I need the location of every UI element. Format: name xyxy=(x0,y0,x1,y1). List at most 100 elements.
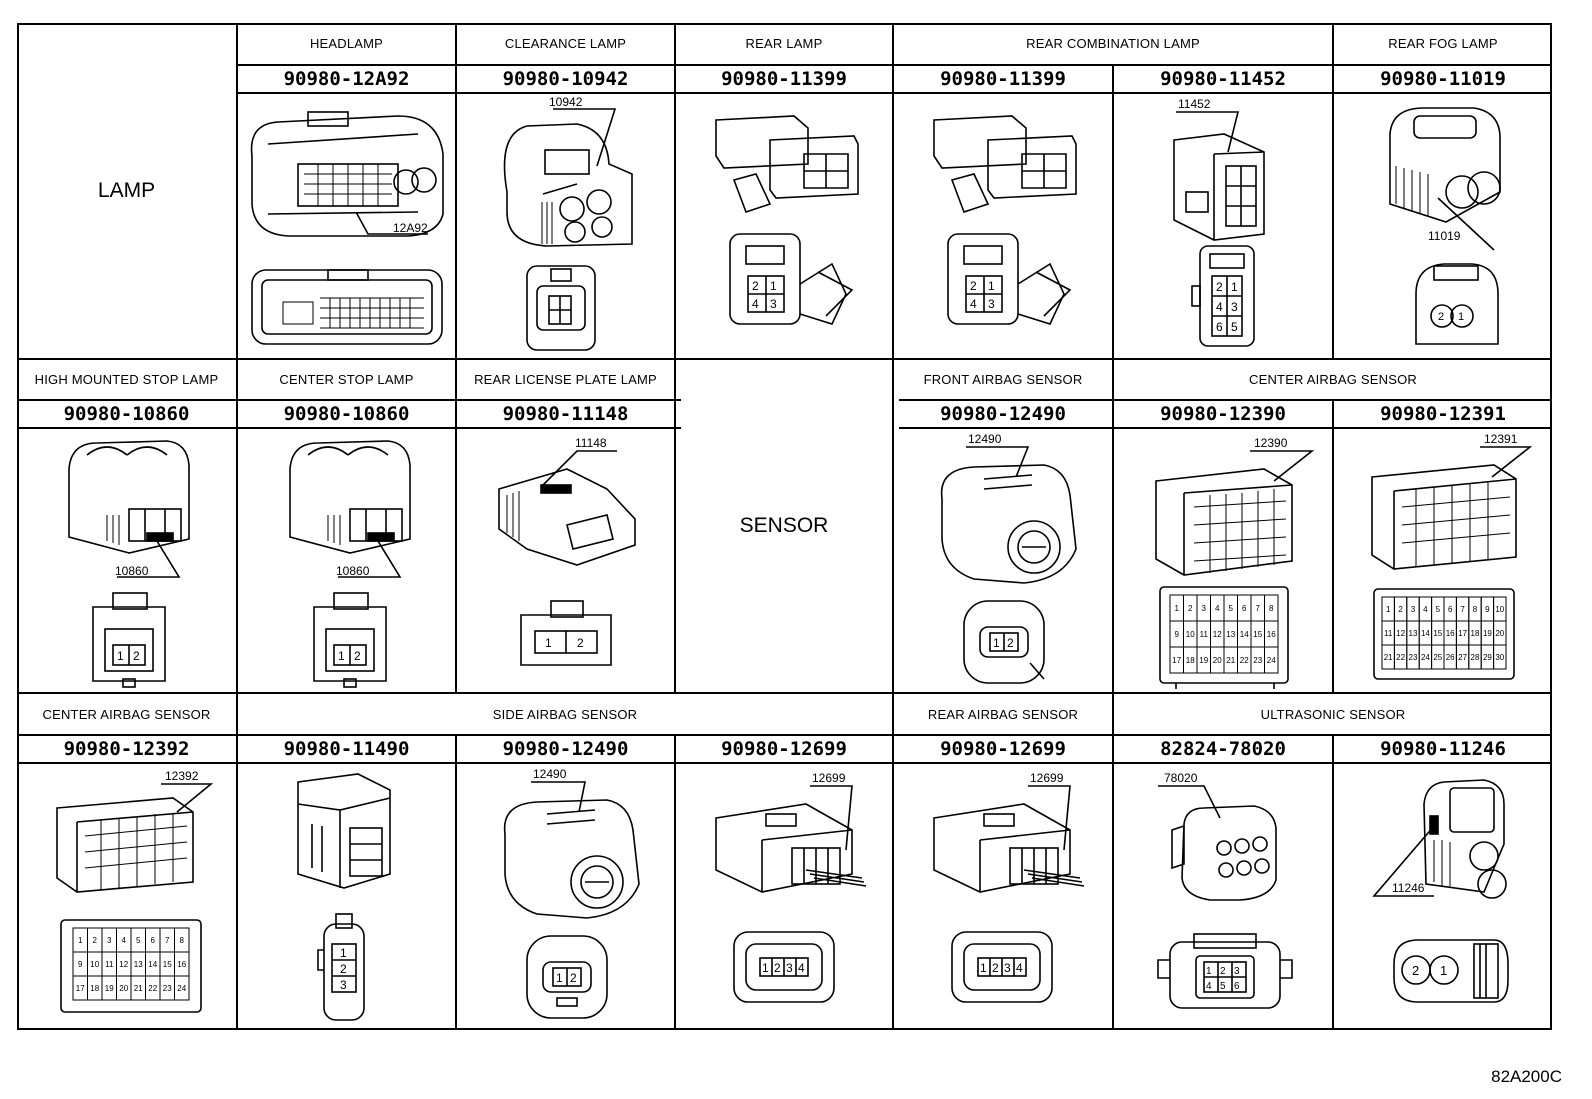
pin-label: 11 xyxy=(1200,630,1209,639)
pin-label: 1 xyxy=(1440,963,1447,978)
rule xyxy=(238,64,1552,66)
pin-label: 18 xyxy=(1186,656,1195,665)
pin-label: 1 xyxy=(988,279,995,293)
part-number: 90980-11019 xyxy=(1380,68,1506,90)
pin-label: 4 xyxy=(1216,300,1223,314)
callout-label: 12699 xyxy=(1030,771,1064,785)
connector-drawing-side-airbag-sensor-12490: 12490 1 2 xyxy=(457,764,674,1028)
rule xyxy=(17,399,681,401)
pin-label: 6 xyxy=(1216,320,1223,334)
pin-label: 2 xyxy=(340,962,347,976)
pin-label: 3 xyxy=(107,936,112,945)
pin-label: 2 xyxy=(1412,963,1419,978)
pin-label: 2 xyxy=(774,961,781,975)
part-number: 90980-10860 xyxy=(283,403,410,425)
pin-label: 12 xyxy=(1213,630,1222,639)
header-side-airbag-sensor: SIDE AIRBAG SENSOR xyxy=(492,706,638,722)
pin-label: 5 xyxy=(1436,605,1441,614)
pin-label: 3 xyxy=(988,297,995,311)
callout-label: 12490 xyxy=(533,767,567,781)
pin-label: 24 xyxy=(1421,653,1430,662)
drawing-code: 82A200C xyxy=(1491,1067,1562,1086)
connector-drawing-center-stop-lamp: 10860 1 2 xyxy=(238,429,455,692)
rule xyxy=(1112,64,1114,359)
pin-label: 1 xyxy=(1231,280,1238,294)
pin-label: 3 xyxy=(1234,966,1240,977)
rule xyxy=(899,427,1552,429)
pin-label: 12 xyxy=(1396,629,1405,638)
pin-label: 1 xyxy=(1458,311,1464,323)
pin-label: 2 xyxy=(570,971,577,985)
header-center-airbag-sensor: CENTER AIRBAG SENSOR xyxy=(1249,372,1417,387)
connector-drawing-rear-fog-lamp: 11019 2 1 xyxy=(1334,94,1552,358)
header-ultrasonic-sensor: ULTRASONIC SENSOR xyxy=(1260,706,1406,722)
pin-label: 1 xyxy=(980,961,987,975)
pin-label: 2 xyxy=(133,649,140,663)
pin-label: 3 xyxy=(1411,605,1416,614)
pin-label: 12 xyxy=(119,960,128,969)
pin-label: 22 xyxy=(1240,656,1249,665)
pin-label: 10 xyxy=(1495,605,1504,614)
pin-label: 4 xyxy=(122,936,127,945)
callout-label: 12390 xyxy=(1254,436,1288,450)
pin-label: 14 xyxy=(148,960,157,969)
pin-label: 17 xyxy=(1172,656,1181,665)
pin-label: 4 xyxy=(798,961,805,975)
callout-label: 10942 xyxy=(549,95,583,109)
part-number: 90980-12392 xyxy=(63,738,190,760)
pin-label: 5 xyxy=(136,936,141,945)
connector-drawing-side-airbag-sensor-11490: 1 2 3 xyxy=(238,764,455,1028)
pin-label: 1 xyxy=(117,649,124,663)
callout-label: 11246 xyxy=(1392,881,1425,895)
pin-label: 11 xyxy=(1384,629,1393,638)
pin-label: 27 xyxy=(1458,653,1467,662)
pin-label: 3 xyxy=(1202,604,1207,613)
category-label-lamp: LAMP xyxy=(97,178,156,202)
rule xyxy=(17,427,681,429)
rule xyxy=(17,692,1552,694)
header-high-mounted-stop-lamp: HIGH MOUNTED STOP LAMP xyxy=(34,372,219,387)
header-rear-license-plate-lamp: REAR LICENSE PLATE LAMP xyxy=(474,372,657,387)
pin-label: 2 xyxy=(992,961,999,975)
rule xyxy=(1332,399,1334,693)
connector-drawing-rear-combination-lamp-11399: 2 1 4 3 xyxy=(894,94,1112,358)
connector-drawing-rear-airbag-sensor-12699: 12699 1 2 3 4 xyxy=(894,764,1112,1028)
connector-drawing-front-airbag-sensor: 12490 1 2 xyxy=(894,429,1112,692)
pin-label: 13 xyxy=(1409,629,1418,638)
pin-label: 3 xyxy=(770,297,777,311)
pin-label: 9 xyxy=(1485,605,1490,614)
part-number: 90980-12391 xyxy=(1380,403,1506,425)
pin-label: 13 xyxy=(134,960,143,969)
connector-drawing-rear-license-plate-lamp: 11148 1 2 xyxy=(457,429,674,692)
callout-label: 11452 xyxy=(1178,97,1211,111)
pin-label: 2 xyxy=(1007,636,1014,650)
rule xyxy=(236,692,238,1030)
pin-label: 6 xyxy=(151,936,156,945)
pin-label: 5 xyxy=(1231,320,1238,334)
rule xyxy=(17,762,1552,764)
category-label-sensor: SENSOR xyxy=(739,514,829,537)
header-clearance-lamp: CLEARANCE LAMP xyxy=(504,36,627,51)
pin-label: 1 xyxy=(1206,966,1212,977)
pin-label: 26 xyxy=(1446,653,1455,662)
pin-label: 13 xyxy=(1226,630,1235,639)
pin-label: 4 xyxy=(752,297,759,311)
part-number: 82824-78020 xyxy=(1160,738,1286,760)
pin-label: 2 xyxy=(1188,604,1193,613)
rule xyxy=(17,734,1552,736)
part-number: 90980-12699 xyxy=(940,738,1066,760)
pin-label: 22 xyxy=(1396,653,1405,662)
pin-label: 3 xyxy=(1231,300,1238,314)
part-number: 90980-12A92 xyxy=(283,68,410,90)
pin-label: 1 xyxy=(340,946,347,960)
part-number: 90980-11490 xyxy=(283,738,410,760)
pin-label: 22 xyxy=(148,984,157,993)
rule xyxy=(455,734,457,1030)
header-headlamp: HEADLAMP xyxy=(309,36,384,51)
pin-label: 20 xyxy=(119,984,128,993)
header-rear-airbag-sensor: REAR AIRBAG SENSOR xyxy=(927,706,1079,722)
pin-label: 2 xyxy=(1398,605,1403,614)
